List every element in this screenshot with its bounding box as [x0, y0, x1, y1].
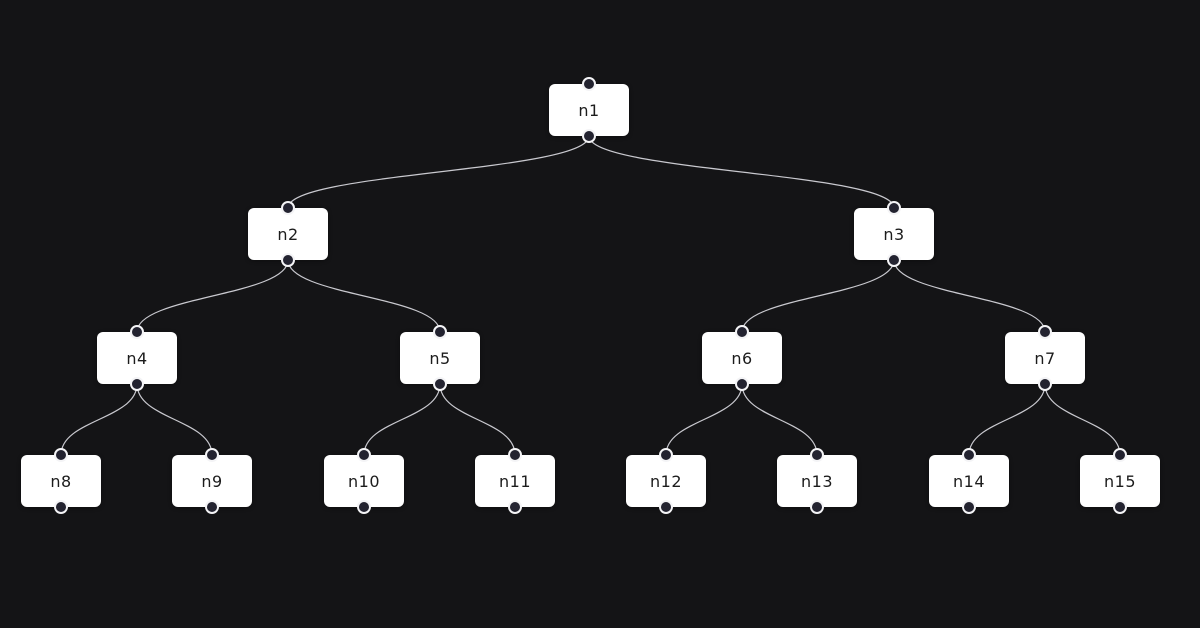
node-handle-bottom[interactable] — [130, 377, 144, 391]
edge-n1-n3[interactable] — [588, 135, 895, 209]
node-label: n7 — [1034, 348, 1056, 368]
node-handle-top[interactable] — [205, 448, 219, 462]
node-handle-top[interactable] — [281, 201, 295, 215]
edge-n1-n2[interactable] — [287, 135, 590, 209]
node-label: n13 — [801, 471, 833, 491]
node-handle-top[interactable] — [962, 448, 976, 462]
node-handle-top[interactable] — [130, 325, 144, 339]
tree-node-n15[interactable]: n15 — [1080, 448, 1160, 514]
node-label: n2 — [277, 224, 299, 244]
tree-node-n1[interactable]: n1 — [549, 77, 629, 143]
node-handle-top[interactable] — [810, 448, 824, 462]
node-handle-top[interactable] — [887, 201, 901, 215]
node-label: n6 — [731, 348, 753, 368]
edge-n4-n8[interactable] — [60, 383, 138, 456]
node-handle-bottom[interactable] — [735, 377, 749, 391]
tree-node-n9[interactable]: n9 — [172, 448, 252, 514]
node-handle-bottom[interactable] — [433, 377, 447, 391]
node-handle-bottom[interactable] — [887, 253, 901, 267]
node-handle-bottom[interactable] — [281, 253, 295, 267]
node-label: n9 — [201, 471, 223, 491]
node-label: n4 — [126, 348, 148, 368]
node-label: n5 — [429, 348, 451, 368]
node-handle-top[interactable] — [659, 448, 673, 462]
edge-n6-n12[interactable] — [665, 383, 743, 456]
node-handle-bottom[interactable] — [54, 500, 68, 514]
node-label: n8 — [50, 471, 72, 491]
tree-node-n7[interactable]: n7 — [1005, 325, 1085, 391]
node-label: n3 — [883, 224, 905, 244]
tree-node-n14[interactable]: n14 — [929, 448, 1009, 514]
node-label: n15 — [1104, 471, 1136, 491]
tree-node-n13[interactable]: n13 — [777, 448, 857, 514]
node-handle-top[interactable] — [508, 448, 522, 462]
node-label: n10 — [348, 471, 380, 491]
edge-n7-n14[interactable] — [968, 383, 1046, 456]
tree-node-n6[interactable]: n6 — [702, 325, 782, 391]
edge-n6-n13[interactable] — [741, 383, 818, 456]
edge-n5-n11[interactable] — [439, 383, 516, 456]
tree-node-n2[interactable]: n2 — [248, 201, 328, 267]
edge-n2-n5[interactable] — [287, 259, 441, 333]
node-label: n14 — [953, 471, 985, 491]
node-handle-bottom[interactable] — [205, 500, 219, 514]
edge-n3-n7[interactable] — [893, 259, 1046, 333]
node-handle-top[interactable] — [433, 325, 447, 339]
node-label: n1 — [578, 100, 600, 120]
edge-n4-n9[interactable] — [136, 383, 213, 456]
node-handle-bottom[interactable] — [357, 500, 371, 514]
node-label: n11 — [499, 471, 531, 491]
node-handle-bottom[interactable] — [962, 500, 976, 514]
node-label: n12 — [650, 471, 682, 491]
node-handle-top[interactable] — [735, 325, 749, 339]
node-handle-top[interactable] — [357, 448, 371, 462]
tree-node-n11[interactable]: n11 — [475, 448, 555, 514]
tree-node-n4[interactable]: n4 — [97, 325, 177, 391]
node-handle-top[interactable] — [582, 77, 596, 91]
edge-n7-n15[interactable] — [1044, 383, 1121, 456]
edge-n3-n6[interactable] — [741, 259, 895, 333]
edge-n2-n4[interactable] — [136, 259, 289, 333]
node-handle-bottom[interactable] — [508, 500, 522, 514]
tree-node-n10[interactable]: n10 — [324, 448, 404, 514]
edge-n5-n10[interactable] — [363, 383, 441, 456]
node-handle-bottom[interactable] — [1113, 500, 1127, 514]
tree-node-n5[interactable]: n5 — [400, 325, 480, 391]
node-handle-bottom[interactable] — [582, 129, 596, 143]
node-handle-top[interactable] — [1113, 448, 1127, 462]
tree-node-n3[interactable]: n3 — [854, 201, 934, 267]
tree-node-n12[interactable]: n12 — [626, 448, 706, 514]
node-handle-bottom[interactable] — [810, 500, 824, 514]
node-handle-bottom[interactable] — [1038, 377, 1052, 391]
tree-node-n8[interactable]: n8 — [21, 448, 101, 514]
node-handle-bottom[interactable] — [659, 500, 673, 514]
node-handle-top[interactable] — [1038, 325, 1052, 339]
node-handle-top[interactable] — [54, 448, 68, 462]
